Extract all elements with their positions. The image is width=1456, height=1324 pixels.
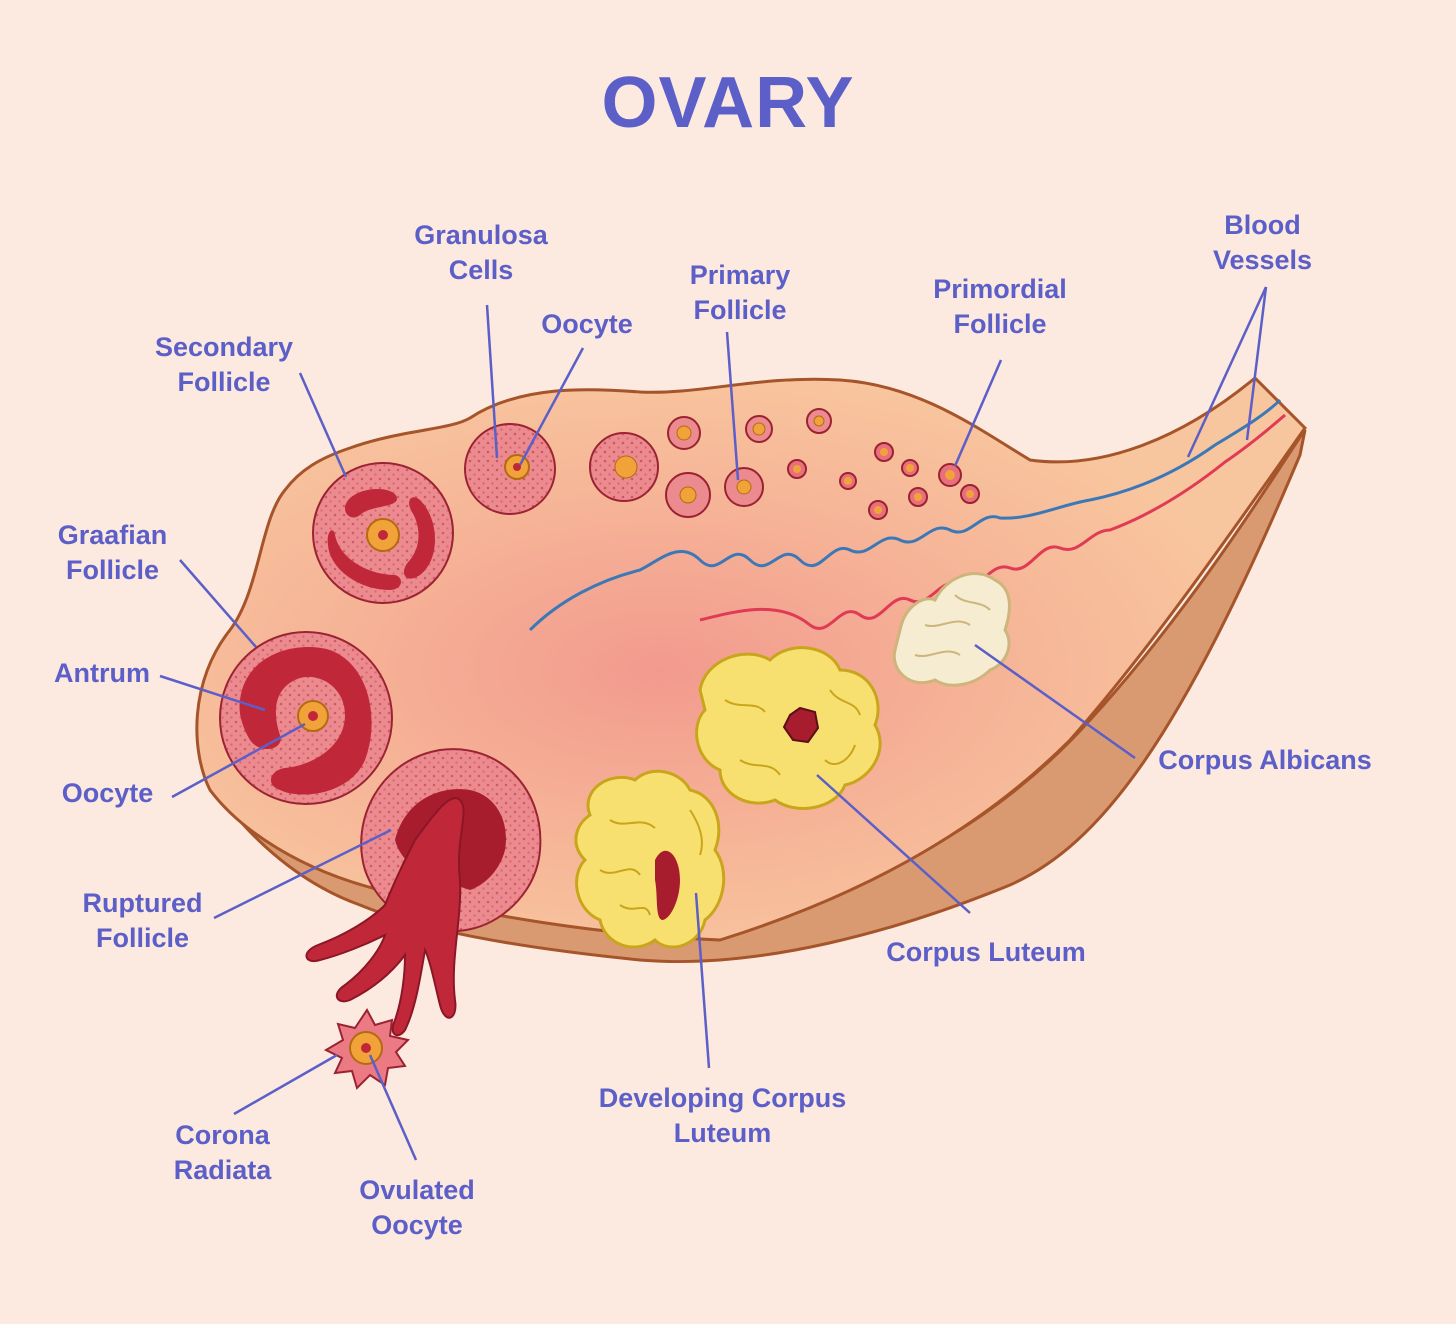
leader-ruptured-follicle (213, 828, 392, 920)
secondary-follicle (312, 462, 454, 604)
leader-lines (159, 286, 1268, 1161)
leader-corona-radiata (233, 1053, 338, 1116)
leader-blood-vessels-2 (1245, 286, 1268, 441)
vein (528, 398, 1282, 632)
label-graafian-follicle-line-1: Graafian (57, 520, 168, 550)
label-corona-radiata-line-2: Radiata (173, 1155, 272, 1185)
label-secondary-follicle-line-2: Follicle (177, 367, 271, 397)
label-primordial-follicle-line-1: Primordial (933, 274, 1067, 304)
label-corpus-luteum: Corpus Luteum (866, 935, 1106, 970)
label-oocyte-top: Oocyte (527, 307, 647, 342)
label-ovulated-oocyte: Ovulated Oocyte (342, 1173, 492, 1243)
leader-blood-vessels-1 (1186, 286, 1268, 458)
label-ovulated-oocyte-line-1: Ovulated (359, 1175, 475, 1205)
leader-ovulated-oocyte (368, 1054, 418, 1161)
graafian-follicle (219, 631, 393, 805)
leader-primordial-follicle (953, 359, 1003, 467)
leader-oocyte-left (171, 722, 306, 799)
label-ovulated-oocyte-line-2: Oocyte (371, 1210, 463, 1240)
diagram-title: OVARY (601, 63, 855, 143)
ruptured-follicle (305, 748, 542, 1037)
label-oocyte-left: Oocyte (45, 776, 170, 811)
label-corpus-luteum-line-1: Corpus Luteum (886, 937, 1086, 967)
label-corpus-albicans-line-1: Corpus Albicans (1158, 745, 1372, 775)
label-ruptured-follicle: Ruptured Follicle (65, 886, 220, 956)
label-antrum: Antrum (37, 656, 167, 691)
leader-antrum (159, 674, 266, 712)
label-developing-corpus-luteum-line-2: Luteum (673, 1118, 772, 1148)
label-primary-follicle-line-1: Primary (689, 260, 791, 290)
leader-primary-follicle (725, 331, 740, 481)
leader-developing-corpus-luteum (694, 892, 711, 1069)
label-ruptured-follicle-line-1: Ruptured (82, 888, 203, 918)
leader-graafian-follicle (179, 559, 257, 648)
label-developing-corpus-luteum: Developing Corpus Luteum (575, 1081, 870, 1151)
label-secondary-follicle-line-1: Secondary (154, 332, 294, 362)
label-corona-radiata-line-1: Corona (175, 1120, 270, 1150)
primary-follicles (464, 408, 832, 518)
label-oocyte-top-line-1: Oocyte (541, 309, 633, 339)
leader-corpus-albicans (974, 643, 1136, 760)
corpus-albicans (892, 572, 1011, 687)
label-granulosa-cells-line-2: Cells (448, 255, 514, 285)
label-secondary-follicle: Secondary Follicle (139, 330, 309, 400)
label-granulosa-cells: Granulosa Cells (401, 218, 561, 288)
blood-outflow (305, 797, 465, 1037)
label-granulosa-cells-line-1: Granulosa (414, 220, 548, 250)
label-primordial-follicle: Primordial Follicle (915, 272, 1085, 342)
label-antrum-line-1: Antrum (54, 658, 150, 688)
label-graafian-follicle-line-2: Follicle (65, 555, 160, 585)
leader-corpus-luteum (816, 774, 971, 914)
label-corpus-albicans: Corpus Albicans (1140, 743, 1390, 778)
corpus-luteum (695, 646, 882, 810)
label-developing-corpus-luteum-line-1: Developing Corpus (598, 1083, 847, 1113)
label-oocyte-left-line-1: Oocyte (61, 778, 154, 808)
leader-granulosa-cells (485, 304, 499, 459)
antrum-cavity (239, 647, 372, 795)
label-graafian-follicle: Graafian Follicle (40, 518, 185, 588)
label-primary-follicle: Primary Follicle (675, 258, 805, 328)
label-ruptured-follicle-line-2: Follicle (95, 923, 190, 953)
primordial-follicles (787, 442, 980, 520)
ovulated-oocyte (323, 1008, 410, 1090)
leader-secondary-follicle (298, 372, 348, 478)
label-primordial-follicle-line-2: Follicle (953, 309, 1047, 339)
label-corona-radiata: Corona Radiata (160, 1118, 285, 1188)
label-blood-vessels-line-1: Blood (1224, 210, 1301, 240)
developing-corpus-luteum (574, 769, 726, 949)
label-blood-vessels-line-2: Vessels (1212, 245, 1313, 275)
label-blood-vessels: Blood Vessels (1200, 208, 1325, 278)
leader-oocyte-top (518, 347, 585, 466)
label-primary-follicle-line-2: Follicle (693, 295, 787, 325)
